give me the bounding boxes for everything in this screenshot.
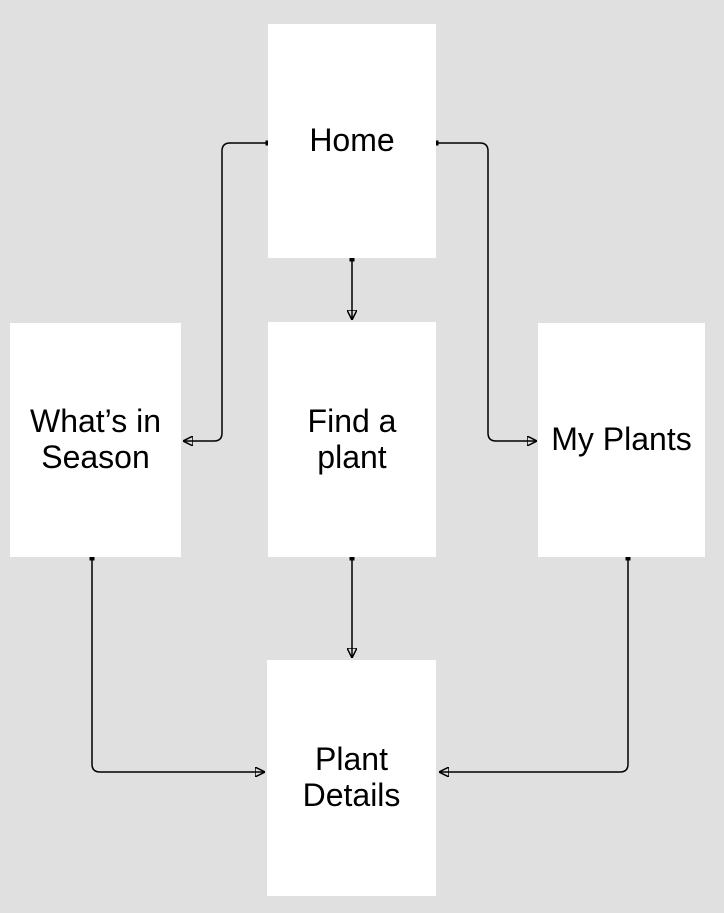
edge-my-plants-to-plant-details: [439, 558, 628, 772]
node-home-label: Home: [309, 122, 395, 159]
node-plant-details-label: Plant Details: [302, 741, 401, 813]
edge-home-to-whats-in-season: [183, 143, 268, 441]
edge-home-to-my-plants: [436, 143, 537, 441]
edge-whats-in-season-to-plant-details: [92, 558, 265, 772]
node-plant-details: Plant Details: [267, 660, 436, 896]
node-my-plants-label: My Plants: [551, 421, 692, 458]
node-home: Home: [268, 24, 436, 258]
node-find-a-plant: Find a plant: [268, 322, 436, 557]
node-my-plants: My Plants: [538, 323, 705, 557]
node-whats-in-season: What’s in Season: [10, 323, 181, 557]
node-whats-in-season-label: What’s in Season: [29, 403, 161, 475]
node-find-a-plant-label: Find a plant: [307, 402, 397, 475]
